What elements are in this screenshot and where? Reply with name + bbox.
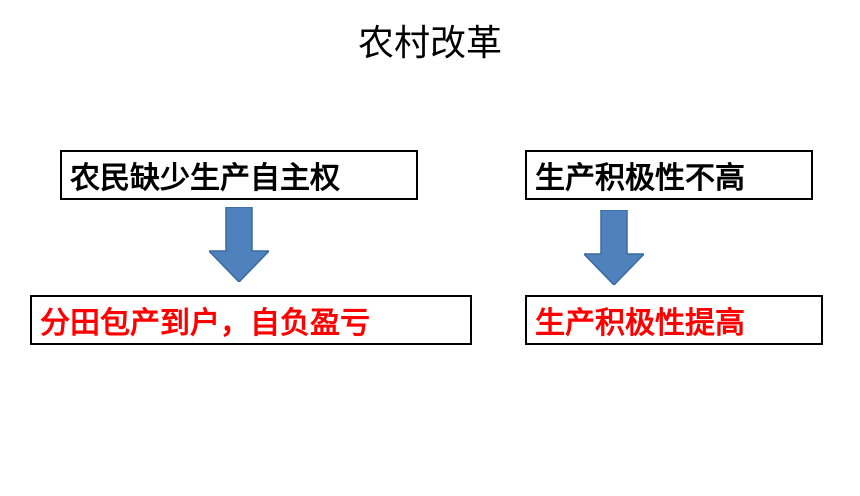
slide-title: 农村改革 <box>357 23 502 64</box>
reform-box-household-contract: 分田包产到户，自负盈亏 <box>30 295 472 345</box>
problem-box-farmers-autonomy: 农民缺少生产自主权 <box>60 150 418 200</box>
result-box-enthusiasm-raised: 生产积极性提高 <box>525 295 823 345</box>
down-arrow-left <box>209 207 269 282</box>
problem-box-low-enthusiasm: 生产积极性不高 <box>525 150 813 200</box>
down-arrow-right <box>584 210 644 285</box>
